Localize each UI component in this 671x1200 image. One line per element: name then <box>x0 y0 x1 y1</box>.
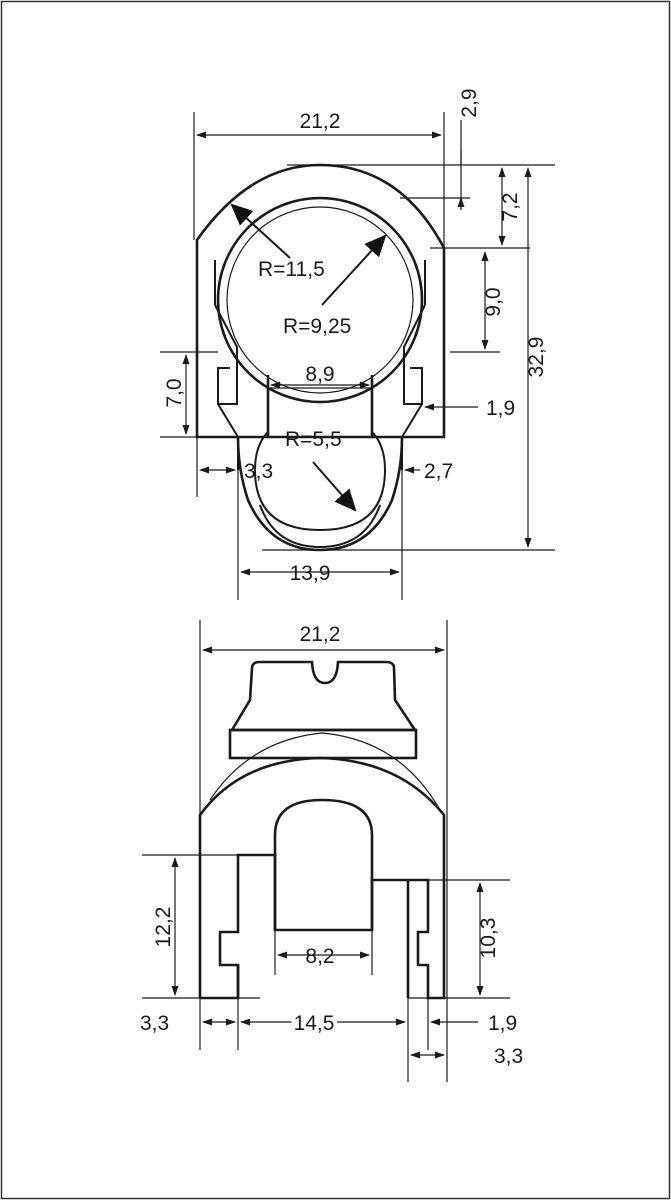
top-radius-step-label: 9,0 <box>482 287 505 316</box>
left-wall-step <box>214 304 238 405</box>
outer-radius-label: R=11,5 <box>258 258 325 281</box>
fv-span-label: 14,5 <box>294 1012 335 1035</box>
top-width-label: 21,2 <box>300 110 341 133</box>
inner-radius-label: R=9,25 <box>283 315 351 338</box>
front-dome <box>209 732 441 811</box>
outer-ring <box>216 196 424 404</box>
throat <box>266 375 374 437</box>
front-view: 21,2 12,2 10,3 8,2 3,3 14,5 1,9 3,3 <box>140 620 523 1082</box>
right-wall-step <box>403 304 426 405</box>
top-bottom-width-label: 13,9 <box>290 562 331 585</box>
top-right-wall-label: 1,9 <box>486 397 515 420</box>
fv-slot-width-label: 8,2 <box>305 945 334 968</box>
leader-inner-radius <box>321 234 387 306</box>
right-stem <box>401 403 423 470</box>
top-offset-label: 7,2 <box>499 192 522 221</box>
top-right-lip-label: 2,7 <box>424 460 453 483</box>
fv-right-leg-label: 3,3 <box>494 1045 523 1068</box>
top-gap-label: 2,9 <box>458 88 481 117</box>
left-stem <box>217 403 239 470</box>
throat-width-label: 8,9 <box>305 363 334 386</box>
front-cap <box>229 660 418 732</box>
bottom-bulb-inner <box>253 431 387 532</box>
small-radius-label: R=5,5 <box>285 428 342 451</box>
fv-left-leg-label: 3,3 <box>140 1012 169 1035</box>
top-left-step-label: 7,0 <box>163 378 186 407</box>
fv-wall-label: 1,9 <box>488 1012 517 1035</box>
top-total-height-label: 32,9 <box>525 337 548 378</box>
inner-ring <box>226 206 414 394</box>
fv-left-height-label: 12,2 <box>152 907 175 948</box>
leader-small-radius <box>312 461 357 512</box>
top-view: 21,2 2,9 7,2 9,0 32,9 7,0 R=11,5 R=9,25 … <box>160 88 555 600</box>
bottom-bulb-outer <box>236 436 404 552</box>
front-slot <box>273 798 374 930</box>
bottom-bulb-ring <box>259 504 381 549</box>
fv-width-label: 21,2 <box>300 623 341 646</box>
top-left-wall-label: 3,3 <box>244 460 273 483</box>
fv-right-height-label: 10,3 <box>477 918 500 959</box>
leader-outer-radius <box>230 203 291 259</box>
